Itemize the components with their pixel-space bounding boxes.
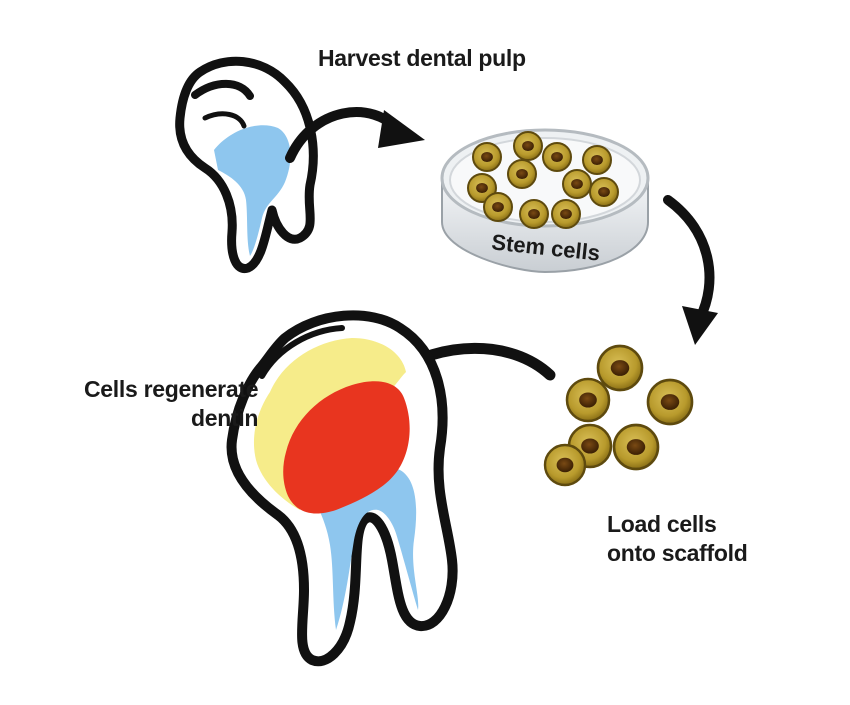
stem-cell-icon: [507, 159, 537, 189]
stem-cell-icon: [483, 192, 513, 222]
scaffold-cell-group: [543, 344, 694, 487]
load-cells-onto-scaffold-label: Load cells onto scaffold: [607, 510, 748, 568]
stem-cell-icon: [596, 344, 644, 392]
tooth-icon-donor: [175, 56, 318, 274]
stem-cell-icon: [519, 199, 549, 229]
curved-arrow-icon-1: [285, 107, 425, 163]
cells-regenerate-dentin-label: Cells regenerate dentin: [84, 375, 258, 433]
stem-cell-icon: [542, 142, 572, 172]
stem-cell-icon: [513, 131, 543, 161]
harvest-dental-pulp-label: Harvest dental pulp: [318, 45, 526, 71]
stem-cell-icon: [582, 145, 612, 175]
tooth-icon-regenerated: [226, 310, 458, 667]
curved-arrow-icon-2: [663, 195, 718, 345]
load-label-line1: Load cells: [607, 511, 717, 537]
stem-cell-icon: [562, 169, 592, 199]
dish-cell-group: [467, 131, 619, 229]
stem-cell-icon: [646, 378, 694, 426]
stem-cell-icon: [472, 142, 502, 172]
stem-cell-icon: [543, 443, 587, 487]
regen-label-line1: Cells regenerate: [84, 376, 259, 402]
stem-cell-icon: [612, 423, 660, 471]
load-label-line2: onto scaffold: [607, 539, 748, 566]
stem-cell-icon: [565, 377, 611, 423]
stem-cell-icon: [551, 199, 581, 229]
regen-label-line2: dentin: [190, 404, 259, 431]
stem-cell-icon: [589, 177, 619, 207]
